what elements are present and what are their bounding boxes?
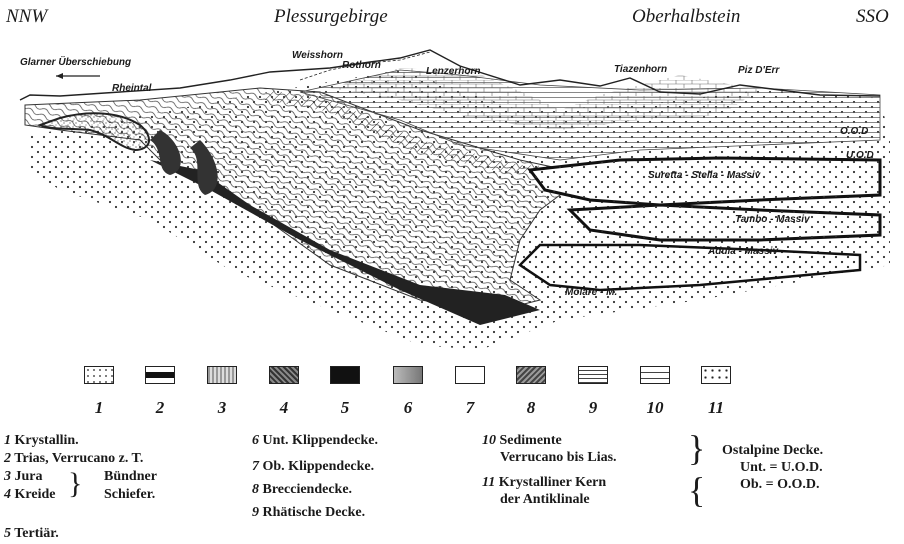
legend-item-11-line2: der Antiklinale <box>500 491 590 508</box>
legend-number: 5 <box>330 398 360 418</box>
legend-number: 2 <box>145 398 175 418</box>
swatch-1 <box>84 366 114 384</box>
geological-cross-section <box>0 0 904 360</box>
swatch-6 <box>393 366 423 384</box>
legend-item-4: 4 Kreide <box>4 486 55 503</box>
legend-number: 10 <box>640 398 670 418</box>
legend-item-8: 8 Brecciendecke. <box>252 481 352 498</box>
legend-number: 6 <box>393 398 423 418</box>
label-pizderr: Piz D'Err <box>738 65 779 76</box>
brace-bottom: { <box>688 470 705 510</box>
swatch-11 <box>701 366 731 384</box>
swatch-2 <box>145 366 175 384</box>
legend-number: 3 <box>207 398 237 418</box>
legend-item-9: 9 Rhätische Decke. <box>252 504 365 521</box>
brace-bundner: } <box>68 464 82 504</box>
legend-item-3: 3 Jura <box>4 468 43 485</box>
label-glarner: Glarner Überschiebung <box>20 57 131 68</box>
legend-item-7: 7 Ob. Klippendecke. <box>252 458 374 475</box>
legend-schiefer: Schiefer. <box>104 486 155 503</box>
legend-ostalpine: Ostalpine Decke. <box>722 442 823 459</box>
label-tambo: Tambo - Massiv <box>735 214 810 225</box>
label-lenzerhorn: Lenzerhorn <box>426 66 480 77</box>
brace-top: } <box>688 428 705 468</box>
legend-number: 9 <box>578 398 608 418</box>
label-ood: O.O.D <box>840 126 868 137</box>
legend-item-11: 11 Krystalliner Kern <box>482 474 606 491</box>
legend-number: 7 <box>455 398 485 418</box>
legend-item-1: 1 Krystallin. <box>4 432 79 449</box>
legend-bundner: Bündner <box>104 468 157 485</box>
label-rothorn: Rothorn <box>342 60 381 71</box>
swatch-3 <box>207 366 237 384</box>
legend-item-10: 10 Sedimente <box>482 432 562 449</box>
legend-number: 8 <box>516 398 546 418</box>
label-molare: Molare - M. <box>565 287 617 298</box>
legend-unt-uod: Unt. = U.O.D. <box>740 459 823 476</box>
swatch-4 <box>269 366 299 384</box>
legend-number: 1 <box>84 398 114 418</box>
swatch-7 <box>455 366 485 384</box>
label-weisshorn: Weisshorn <box>292 50 343 61</box>
label-rheintal: Rheintal <box>112 83 151 94</box>
legend-item-10-line2: Verrucano bis Lias. <box>500 449 617 466</box>
legend-ob-ood: Ob. = O.O.D. <box>740 476 820 493</box>
label-tiazenhorn: Tiazenhorn <box>614 64 667 75</box>
swatch-8 <box>516 366 546 384</box>
swatch-5 <box>330 366 360 384</box>
label-suretta: Suretta - Stella - Massiv <box>648 170 760 181</box>
legend-item-5: 5 Tertiär. <box>4 525 59 542</box>
swatch-10 <box>640 366 670 384</box>
legend-item-6: 6 Unt. Klippendecke. <box>252 432 378 449</box>
label-adula: Adula - Massiv <box>708 246 778 257</box>
swatch-9 <box>578 366 608 384</box>
legend-number: 4 <box>269 398 299 418</box>
label-uod: U.O.D <box>846 150 874 161</box>
legend-number: 11 <box>701 398 731 418</box>
